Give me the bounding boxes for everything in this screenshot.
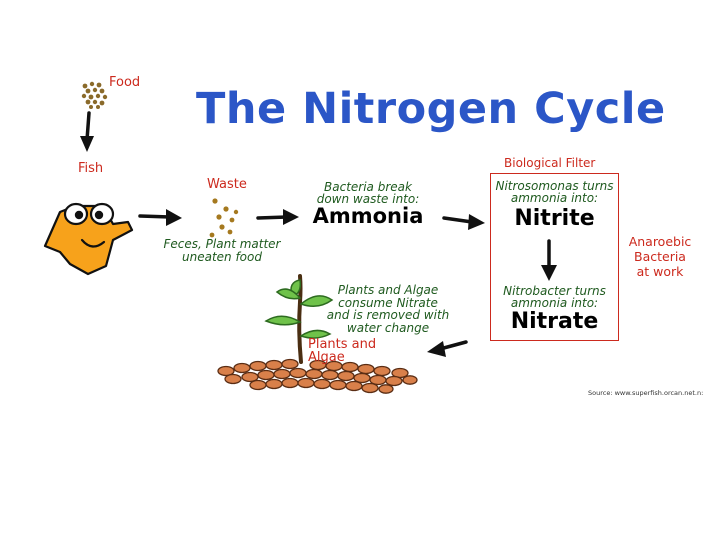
nitrosomonas-description-line: Nitrosomonas turns	[495, 179, 614, 193]
anaerobic-bacteria-line: Bacteria	[634, 249, 686, 264]
fish-label: Fish	[78, 161, 104, 176]
arrow-icon	[138, 209, 182, 226]
arrow-icon	[442, 214, 485, 230]
plant-icon	[264, 274, 334, 364]
waste-description-line: uneaten food	[182, 250, 262, 264]
plants-description: Plants and Algae consume Nitrate and is …	[324, 284, 452, 334]
nitrosomonas-description-line: ammonia into:	[510, 191, 599, 205]
biological-filter-label: Biological Filter	[504, 156, 596, 170]
arrow-icon	[80, 111, 94, 152]
anaerobic-bacteria-line: at work	[636, 264, 684, 279]
plants-description-line: consume Nitrate	[338, 295, 438, 310]
plants-algae-line: Plants and	[308, 337, 377, 352]
source-credit: Source: www.superfish.orcan.net.n:	[588, 389, 704, 397]
nitrobacter-description-line: ammonia into:	[510, 296, 599, 310]
arrow-icon	[256, 209, 299, 225]
plants-description-line: water change	[346, 320, 430, 335]
plants-description-line: and is removed with	[326, 308, 450, 322]
nitrite-label: Nitrite	[514, 206, 595, 231]
plants-algae-line: Algae	[308, 350, 345, 365]
waste-description-line: Feces, Plant matter	[163, 237, 281, 251]
plants-description-line: Plants and Algae	[337, 283, 439, 297]
waste-particles-icon	[209, 198, 239, 238]
nitrosomonas-description: Nitrosomonas turns ammonia into:	[492, 180, 617, 204]
arrow-icon	[541, 239, 557, 281]
ammonia-label: Ammonia	[312, 204, 424, 228]
food-pellets-icon	[81, 81, 108, 109]
waste-description: Feces, Plant matter uneaten food	[150, 238, 294, 264]
biological-filter-box	[490, 173, 619, 341]
anaerobic-bacteria-line: Anaroebic	[628, 234, 692, 249]
diagram-title: The Nitrogen Cycle	[196, 84, 666, 134]
plants-algae-label: Plants and Algae	[308, 338, 376, 364]
bacteria-description-line: down waste into:	[316, 192, 420, 206]
bacteria-description-line: Bacteria break	[324, 180, 412, 194]
fish-icon	[43, 202, 134, 276]
nitrobacter-description: Nitrobacter turns ammonia into:	[492, 285, 617, 309]
anaerobic-bacteria-label: Anaroebic Bacteria at work	[622, 234, 698, 279]
bacteria-description: Bacteria break down waste into:	[304, 181, 432, 205]
food-label: Food	[109, 75, 141, 90]
waste-label: Waste	[207, 177, 247, 192]
arrow-icon	[427, 340, 468, 357]
nitrobacter-description-line: Nitrobacter turns	[503, 284, 606, 298]
nitrate-label: Nitrate	[510, 309, 599, 334]
gravel-icon	[217, 358, 418, 394]
